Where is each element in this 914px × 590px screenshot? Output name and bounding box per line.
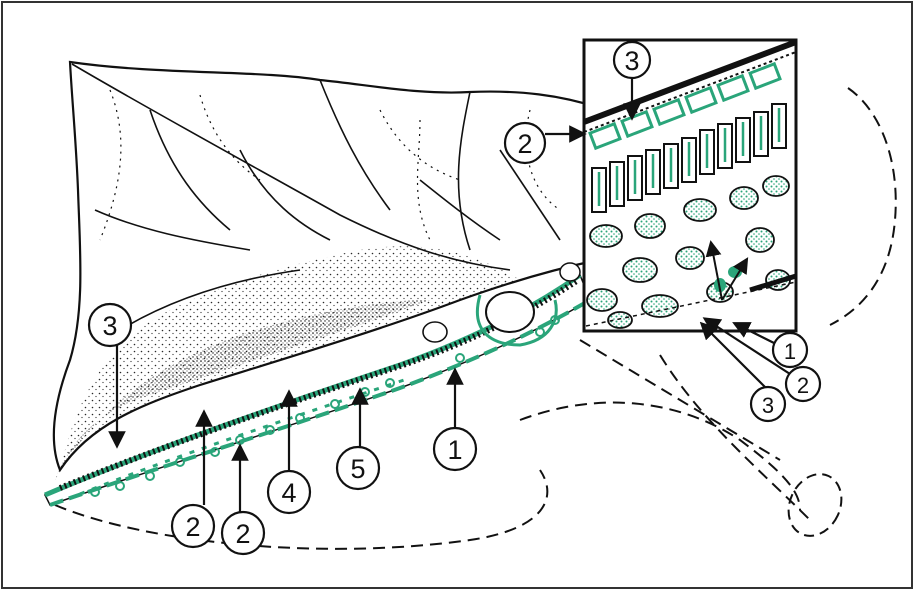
label-numbers: 3 2 3 1 2 3 1 5 4 2 2 — [102, 46, 809, 549]
label-mid-1: 1 — [447, 435, 462, 465]
leaf-stipple-dense — [55, 300, 430, 480]
leaf-veins — [71, 63, 561, 331]
label-bottom-2a: 2 — [185, 512, 200, 542]
stalk-end — [787, 473, 843, 537]
label-bottom-4: 4 — [281, 478, 296, 508]
label-top-3: 3 — [624, 46, 639, 76]
label-left-3: 3 — [102, 311, 117, 341]
inset-magnification — [582, 38, 798, 333]
label-bottom-2b: 2 — [235, 519, 250, 549]
label-arrows — [108, 78, 791, 512]
label-inset-3: 3 — [762, 393, 774, 418]
label-top-2: 2 — [517, 129, 532, 159]
label-circles — [87, 40, 822, 556]
label-inset-2: 2 — [797, 373, 809, 398]
leaf-dotted-veinlets — [99, 89, 561, 241]
spongy-cells — [90, 315, 560, 497]
label-bottom-5: 5 — [350, 454, 365, 484]
label-inset-1: 1 — [784, 339, 796, 364]
